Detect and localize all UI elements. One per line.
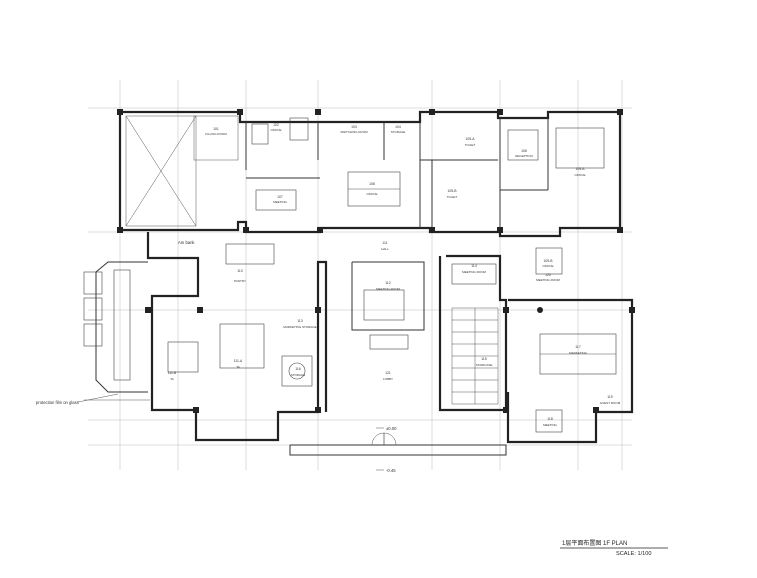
room-111-a-num: 111-A [234, 359, 243, 363]
room-109-b: 109-B OFFICE [543, 259, 554, 268]
room-113-num: 113 [297, 319, 303, 323]
room-104: 104 STORAGE [391, 125, 406, 134]
room-116-name: STORAGE [291, 373, 306, 377]
room-104-name: STORAGE [391, 130, 406, 134]
room-105-a-num: 105-A [465, 137, 475, 141]
room-116-num: 116 [295, 367, 301, 371]
room-109-a: 109-A OFFICE [575, 167, 586, 177]
room-107-name: MEETING [273, 200, 287, 204]
glass-bay [83, 261, 150, 401]
columns [117, 109, 635, 413]
title-block: 1层平面布置图 1F PLAN SCALE: 1/100 [560, 539, 668, 557]
glass-note: protection film on glass [36, 400, 79, 405]
furniture [167, 117, 617, 433]
exterior-walls [118, 110, 634, 456]
room-108: 108 OFFICE [367, 182, 378, 196]
room-121-num: 121 [385, 371, 391, 375]
room-111-b-num: 111-B [168, 371, 177, 375]
room-109-a-num: 109-A [575, 167, 585, 171]
room-101-name: FILLING ROOM [205, 132, 227, 136]
room-102-name: OFFICE [271, 128, 282, 132]
room-101: 101 FILLING ROOM [205, 127, 227, 136]
room-107-num: 107 [277, 195, 283, 199]
bar-note: Am bank [178, 240, 195, 245]
room-112: 112 MEETING ROOM [376, 281, 400, 291]
room-103-num: 103 [351, 125, 357, 129]
room-112-num: 112 [385, 281, 391, 285]
room-111: 111 HALL [381, 241, 389, 251]
room-117: 117 MARKETING [569, 345, 588, 355]
room-108-name: OFFICE [367, 192, 378, 196]
room-118-num: 118 [547, 417, 553, 421]
room-110: 110 PANTRY [234, 269, 246, 283]
room-111-a-name: TA [236, 365, 240, 369]
staircase [451, 307, 499, 405]
room-119: 119 GUEST ROOM [600, 395, 621, 405]
room-121: 121 LOBBY [383, 371, 393, 381]
room-labels: 101 FILLING ROOM 102 OFFICE 103 SWITCHIN… [168, 123, 621, 427]
room-110-num: 110 [237, 269, 243, 273]
room-118: 118 MEETING [543, 417, 557, 427]
room-103: 103 SWITCHING ROOM [340, 125, 368, 134]
room-106-num: 106 [521, 149, 527, 153]
room-114: 114 MEETING ROOM [462, 264, 486, 274]
room-114-num: 114 [471, 264, 477, 268]
room-111-num: 111 [382, 241, 387, 245]
void-shaft [125, 115, 239, 227]
room-119-num: 119 [607, 395, 613, 399]
entrance-door [371, 432, 397, 446]
drawing-title: 1层平面布置图 1F PLAN [562, 539, 627, 547]
room-110-name: PANTRY [234, 279, 246, 283]
room-105-a: 105-A TOILET [465, 137, 476, 147]
room-115-name: STAIRCASE [476, 363, 493, 367]
room-119-name: GUEST ROOM [600, 401, 621, 405]
room-111-a: 111-A TA [234, 359, 243, 369]
room-121-name: LOBBY [383, 377, 393, 381]
drawing-scale: SCALE: 1/100 [616, 551, 651, 557]
level-a: ±0.00 [386, 426, 397, 431]
room-115: 115 STAIRCASE [476, 357, 493, 367]
room-106-name: RECEPTION [515, 154, 533, 158]
room-114-name: MEETING ROOM [462, 270, 486, 274]
room-105-b-num: 105-B [447, 189, 457, 193]
room-103-name: SWITCHING ROOM [340, 130, 368, 134]
room-102: 102 OFFICE [271, 123, 282, 132]
level-b: -0.45 [386, 468, 396, 473]
room-117-name: MARKETING [569, 351, 588, 355]
room-107: 107 MEETING [273, 195, 287, 204]
room-118-name: MEETING [543, 423, 557, 427]
room-104-num: 104 [395, 125, 401, 129]
room-111-name: HALL [381, 247, 389, 251]
room-116: 116 STORAGE [291, 367, 306, 377]
top-partitions [245, 118, 549, 232]
room-111-b-name: TA [170, 377, 174, 381]
room-120-num: 120 [545, 273, 551, 277]
room-108-num: 108 [369, 182, 375, 186]
room-117-num: 117 [575, 345, 581, 349]
room-105-b-name: TOILET [447, 195, 458, 199]
room-105-a-name: TOILET [465, 143, 476, 147]
room-120-name: MEETING ROOM [536, 278, 560, 282]
room-112-name: MEETING ROOM [376, 287, 400, 291]
room-120: 120 MEETING ROOM [536, 273, 560, 282]
room-101-num: 101 [213, 127, 219, 131]
room-113-name: MARKETING STORAGE [283, 325, 316, 329]
room-105-b: 105-B TOILET [447, 189, 458, 199]
room-109-a-name: OFFICE [575, 173, 586, 177]
room-115-num: 115 [481, 357, 487, 361]
room-106: 106 RECEPTION [515, 149, 533, 158]
room-113: 113 MARKETING STORAGE [283, 319, 316, 329]
room-111-b: 111-B TA [168, 371, 177, 381]
room-102-num: 102 [273, 123, 279, 127]
room-109-b-num: 109-B [543, 259, 553, 263]
room-109-b-name: OFFICE [543, 264, 554, 268]
annotations: protection film on glass Am bank ±0.00 -… [36, 240, 397, 473]
